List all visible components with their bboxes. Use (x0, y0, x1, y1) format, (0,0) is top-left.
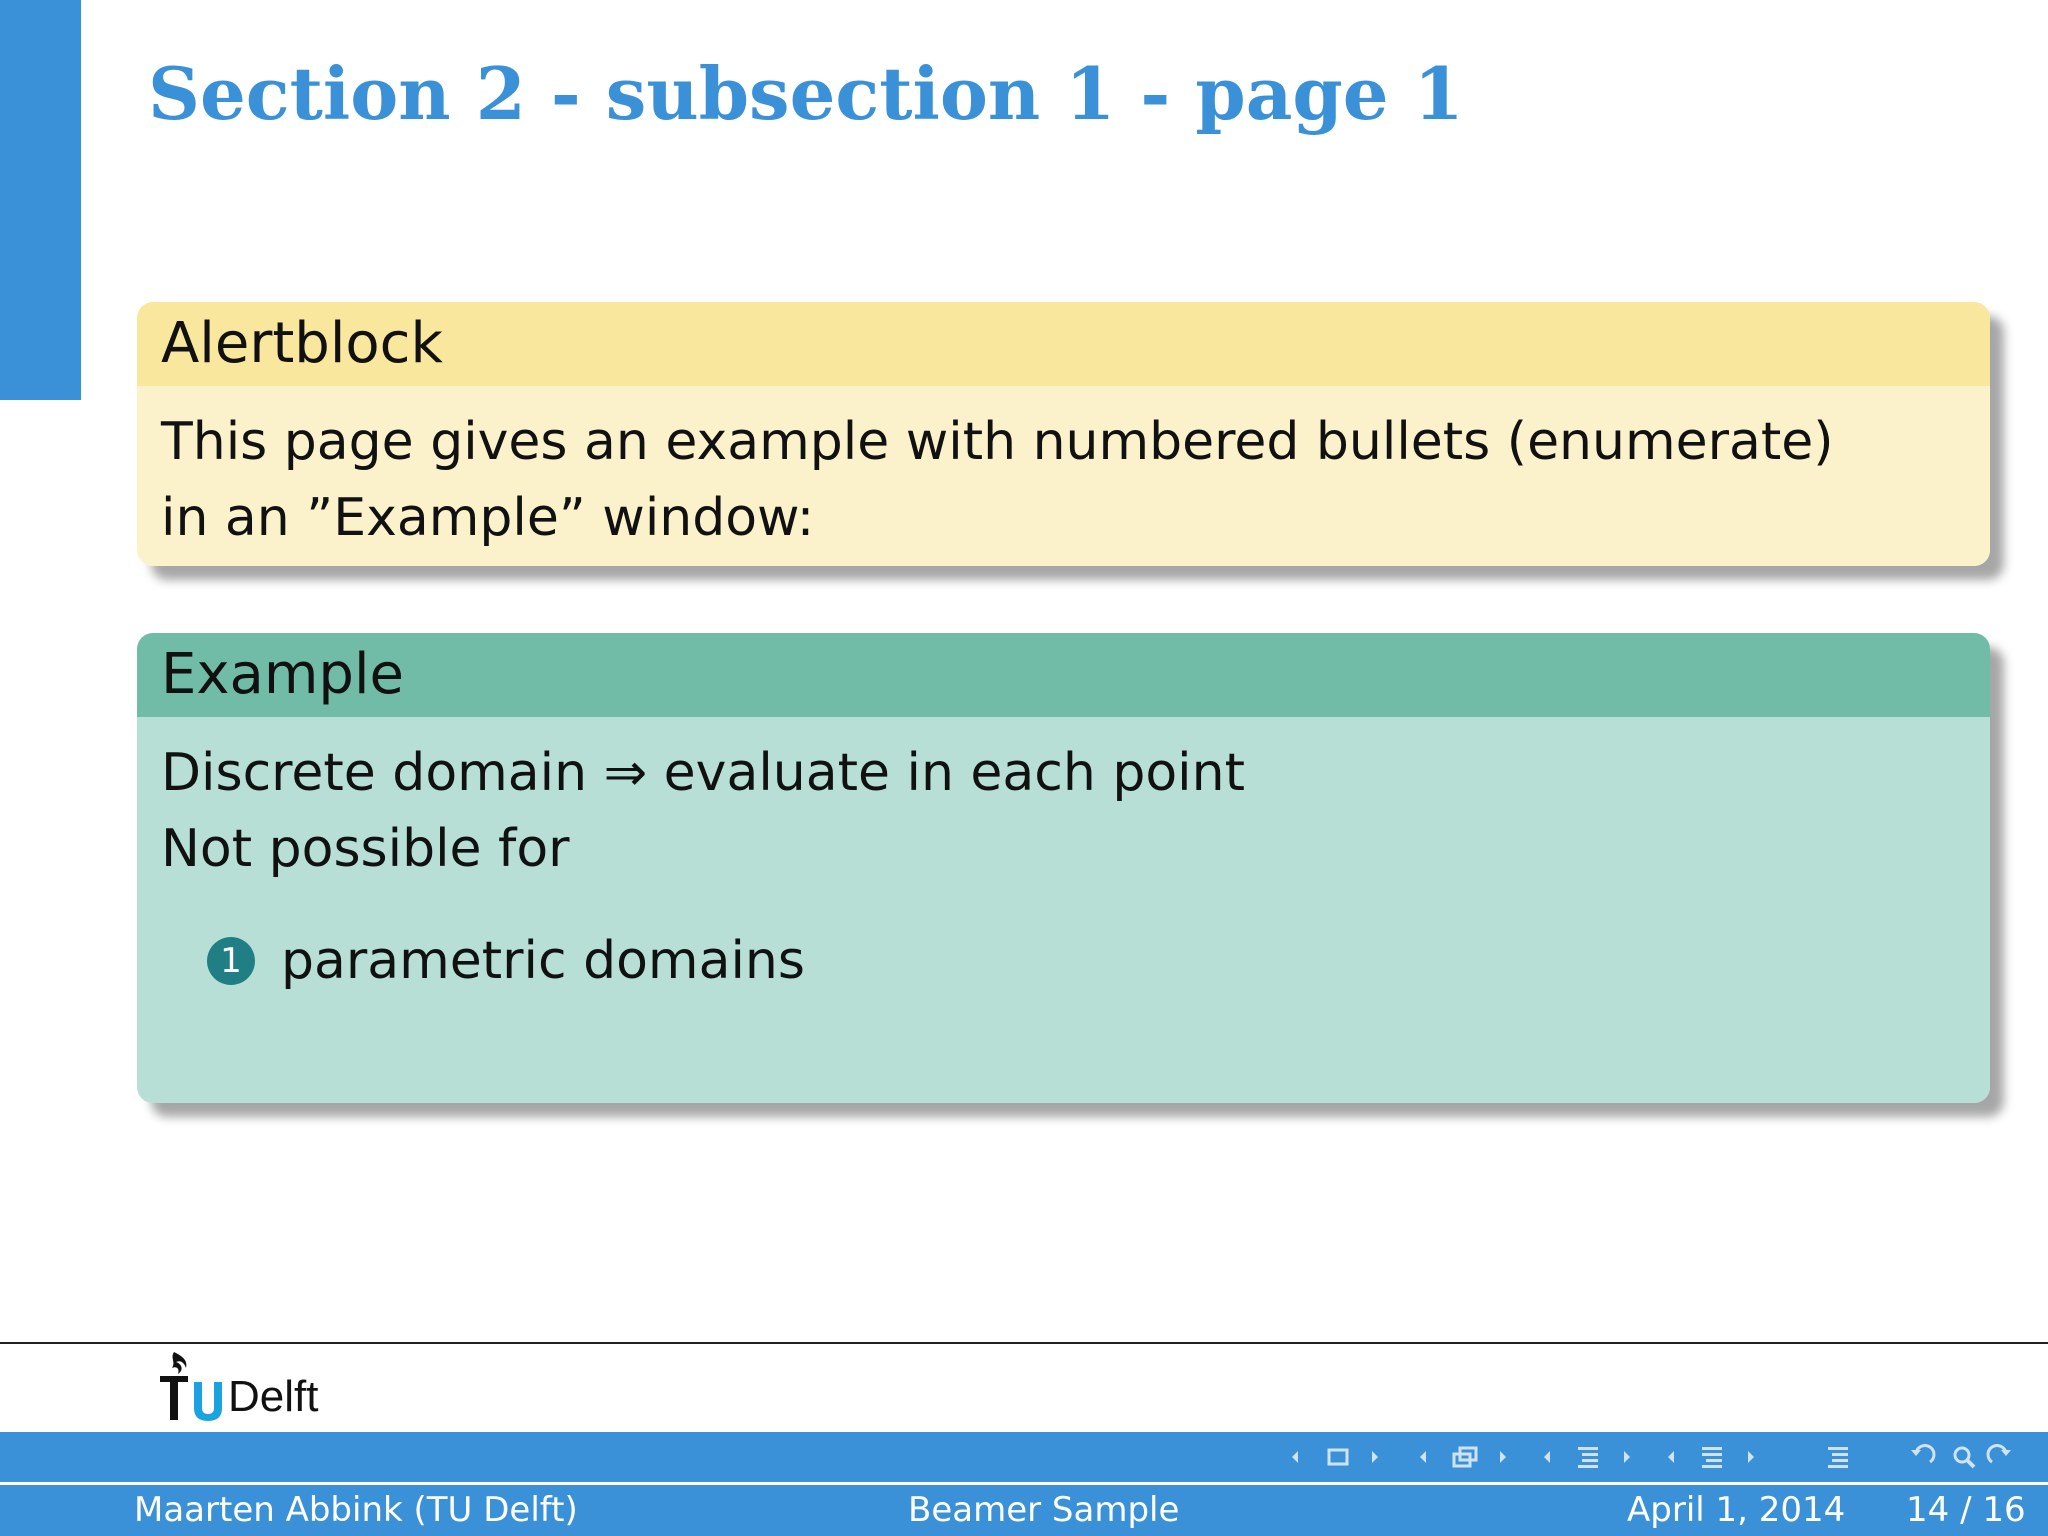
footer-bar: Maarten Abbink (TU Delft) Beamer Sample … (0, 1485, 2048, 1536)
example-block-line: Discrete domain ⇒ evaluate in each point (161, 743, 1245, 803)
example-block-title: Example (137, 633, 1990, 717)
example-block-line: Not possible for (161, 819, 570, 879)
nav-document-icon[interactable] (1826, 1444, 1852, 1470)
nav-back-search-forward-icon[interactable] (1908, 1444, 2018, 1472)
nav-subsection-icon[interactable] (1542, 1444, 1632, 1470)
tu-delft-logo: Delft (158, 1350, 358, 1422)
footer-title: Beamer Sample (908, 1490, 1180, 1530)
alert-block-line: This page gives an example with numbered… (161, 412, 1834, 472)
footer-author: Maarten Abbink (TU Delft) (134, 1490, 578, 1530)
alert-block-body: This page gives an example with numbered… (137, 386, 1990, 566)
navigation-bar (0, 1432, 2048, 1482)
alert-block-line: in an ”Example” window: (161, 488, 815, 548)
footer-page-number: 14 / 16 (1906, 1490, 2026, 1530)
slide-title: Section 2 - subsection 1 - page 1 (148, 51, 1464, 136)
alert-block: Alertblock This page gives an example wi… (137, 302, 1990, 566)
footer-divider (0, 1342, 2048, 1344)
side-accent-bar (0, 0, 81, 400)
tu-delft-logo-text: Delft (228, 1372, 319, 1421)
nav-section-icon[interactable] (1666, 1444, 1756, 1470)
nav-slide-icon[interactable] (1290, 1444, 1380, 1470)
tu-delft-flame-icon (160, 1352, 222, 1421)
footer-date: April 1, 2014 (1627, 1490, 1846, 1530)
enumerate-item: 1 parametric domains (161, 923, 1966, 999)
nav-frame-icon[interactable] (1418, 1444, 1508, 1470)
example-block: Example Discrete domain ⇒ evaluate in ea… (137, 633, 1990, 1103)
enumerate-item-text: parametric domains (281, 931, 805, 991)
alert-block-title: Alertblock (137, 302, 1990, 386)
example-block-body: Discrete domain ⇒ evaluate in each point… (137, 717, 1990, 1103)
enumerate-number-bullet: 1 (207, 937, 255, 985)
